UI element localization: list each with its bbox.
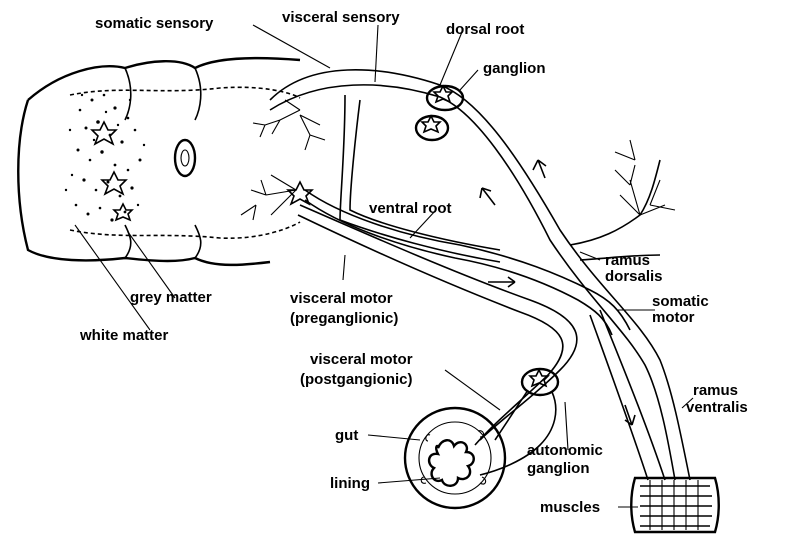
gut-middle <box>418 421 492 495</box>
label-somatic-motor-1: somatic <box>652 293 709 310</box>
label-visceral-motor-pre-2: (preganglionic) <box>290 310 398 327</box>
label-visceral-motor-pre-1: visceral motor <box>290 290 393 307</box>
dorsal-root-ganglion-1 <box>425 84 465 112</box>
neuron-cells <box>90 120 134 222</box>
nerve-trunks <box>269 69 691 481</box>
label-muscles: muscles <box>540 499 600 516</box>
label-ramus-ventralis-1: ramus <box>693 382 738 399</box>
label-ventral-root: ventral root <box>369 200 452 217</box>
label-somatic-sensory: somatic sensory <box>95 15 214 32</box>
label-autonomic-ganglion-1: autonomic <box>527 442 603 459</box>
label-ganglion: ganglion <box>483 60 546 77</box>
label-visceral-motor-post-1: visceral motor <box>310 351 413 368</box>
label-ramus-ventralis-2: ventralis <box>686 399 748 416</box>
gut <box>403 406 507 510</box>
labels: somatic sensory visceral sensory dorsal … <box>79 9 748 516</box>
label-white-matter: white matter <box>79 327 169 344</box>
label-lining: lining <box>330 475 370 492</box>
gut-lining-shape <box>427 439 475 487</box>
label-gut: gut <box>335 427 358 444</box>
grey-matter-stipple <box>64 93 146 222</box>
label-dorsal-root: dorsal root <box>446 21 524 38</box>
label-ramus-dorsalis-1: ramus <box>605 252 650 269</box>
central-canal <box>173 138 197 178</box>
direction-arrows <box>479 159 636 426</box>
leader-lines <box>74 24 694 508</box>
gut-outer <box>403 406 507 510</box>
label-visceral-sensory: visceral sensory <box>282 9 400 26</box>
label-somatic-motor-2: motor <box>652 309 695 326</box>
spinal-cord <box>17 56 326 267</box>
dendrites-dorsal <box>252 99 326 151</box>
label-visceral-motor-post-2: (postgangionic) <box>300 371 413 388</box>
label-ramus-dorsalis-2: dorsalis <box>605 268 663 285</box>
label-autonomic-ganglion-2: ganglion <box>527 460 590 477</box>
muscles-block <box>630 476 720 534</box>
dorsal-root-ganglion-2 <box>414 114 450 142</box>
label-grey-matter: grey matter <box>130 289 212 306</box>
motor-neuron-cell <box>240 174 314 221</box>
autonomic-ganglion-node <box>520 367 560 397</box>
